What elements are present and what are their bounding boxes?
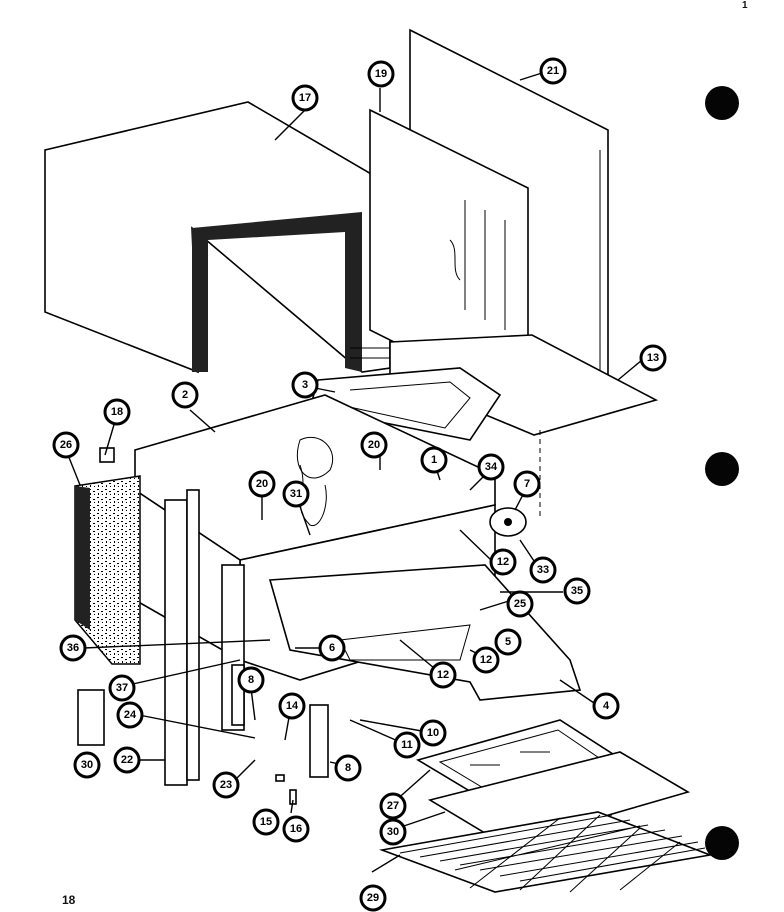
callout-8b: 8 [334, 754, 362, 782]
callout-19-label: 19 [375, 68, 387, 80]
callout-29: 29 [359, 884, 387, 912]
callout-12b: 12 [429, 661, 457, 689]
binder-hole-bottom [705, 826, 739, 860]
lower-element-part [268, 564, 582, 701]
callout-12a-label: 12 [497, 556, 509, 568]
callout-3: 3 [291, 371, 319, 399]
fan-part [489, 507, 527, 537]
callout-17-label: 17 [299, 92, 311, 104]
callout-6-label: 6 [329, 642, 335, 654]
callout-34: 34 [477, 453, 505, 481]
callout-2: 2 [171, 381, 199, 409]
callout-20a-label: 20 [368, 439, 380, 451]
callout-36: 36 [59, 634, 87, 662]
broil-pan-part [427, 751, 691, 846]
callout-18: 18 [103, 398, 131, 426]
callout-21: 21 [539, 57, 567, 85]
callout-22-label: 22 [121, 754, 133, 766]
callout-8a-label: 8 [248, 674, 254, 686]
callout-5: 5 [494, 628, 522, 656]
callout-1: 1 [420, 446, 448, 474]
callout-27-label: 27 [387, 800, 399, 812]
callout-29-label: 29 [367, 892, 379, 904]
callout-21-label: 21 [547, 65, 559, 77]
callout-22: 22 [113, 746, 141, 774]
page-number: 18 [62, 893, 76, 907]
callout-26-label: 26 [60, 439, 72, 451]
oven-rack-part [378, 811, 714, 893]
callout-37: 37 [108, 674, 136, 702]
callout-18-label: 18 [111, 406, 123, 418]
callout-36-label: 36 [67, 642, 79, 654]
callout-25-label: 25 [514, 598, 526, 610]
callout-12b-label: 12 [437, 669, 449, 681]
callout-4-label: 4 [603, 700, 610, 712]
callout-30b-label: 30 [387, 826, 399, 838]
callout-23: 23 [212, 771, 240, 799]
callout-30b: 30 [379, 818, 407, 846]
callout-16-label: 16 [290, 823, 302, 835]
corner-mark: 1 [742, 0, 748, 11]
callout-34-label: 34 [485, 461, 498, 473]
callout-14-label: 14 [286, 700, 299, 712]
callout-10-label: 10 [427, 727, 439, 739]
callout-27: 27 [379, 792, 407, 820]
callout-26: 26 [52, 431, 80, 459]
callout-24-label: 24 [124, 709, 137, 721]
callout-14: 14 [278, 692, 306, 720]
callout-13-label: 13 [647, 352, 659, 364]
callout-6: 6 [318, 634, 346, 662]
callout-25: 25 [506, 590, 534, 618]
callout-16: 16 [282, 815, 310, 843]
callout-12c: 12 [472, 646, 500, 674]
small-panel-part [77, 689, 105, 746]
callout-20b-label: 20 [256, 478, 268, 490]
callout-7-label: 7 [524, 478, 530, 490]
callout-30a-label: 30 [81, 759, 93, 771]
callout-20b: 20 [248, 470, 276, 498]
callout-5-label: 5 [505, 636, 511, 648]
insulation-wrap-part [44, 101, 391, 374]
callout-1-label: 1 [431, 454, 437, 466]
callout-7: 7 [513, 470, 541, 498]
door-insulation-part [74, 475, 141, 665]
callout-35: 35 [563, 577, 591, 605]
front-frame-part [164, 489, 245, 786]
callout-8a: 8 [237, 666, 265, 694]
callout-35-label: 35 [571, 585, 583, 597]
callout-15: 15 [252, 808, 280, 836]
callout-3-label: 3 [302, 379, 308, 391]
callout-30a: 30 [73, 751, 101, 779]
callout-10: 10 [419, 719, 447, 747]
callout-11: 11 [393, 731, 421, 759]
callout-31: 31 [282, 480, 310, 508]
callout-2-label: 2 [182, 389, 188, 401]
screw-part-15 [275, 774, 285, 782]
callout-4: 4 [592, 692, 620, 720]
binder-hole-middle [705, 452, 739, 486]
callout-23-label: 23 [220, 779, 232, 791]
callout-20a: 20 [360, 431, 388, 459]
callout-37-label: 37 [116, 682, 128, 694]
callout-33: 33 [529, 556, 557, 584]
callout-12c-label: 12 [480, 654, 492, 666]
callout-24: 24 [116, 701, 144, 729]
callout-11-label: 11 [401, 739, 413, 751]
callout-17: 17 [291, 84, 319, 112]
bottom-plate-part [389, 334, 659, 520]
callout-15-label: 15 [260, 816, 272, 828]
callout-8b-label: 8 [345, 762, 351, 774]
callout-33-label: 33 [537, 564, 549, 576]
callout-19: 19 [367, 60, 395, 88]
callout-12a: 12 [489, 548, 517, 576]
binder-hole-top [705, 86, 739, 120]
callout-31-label: 31 [290, 488, 302, 500]
callout-13: 13 [639, 344, 667, 372]
